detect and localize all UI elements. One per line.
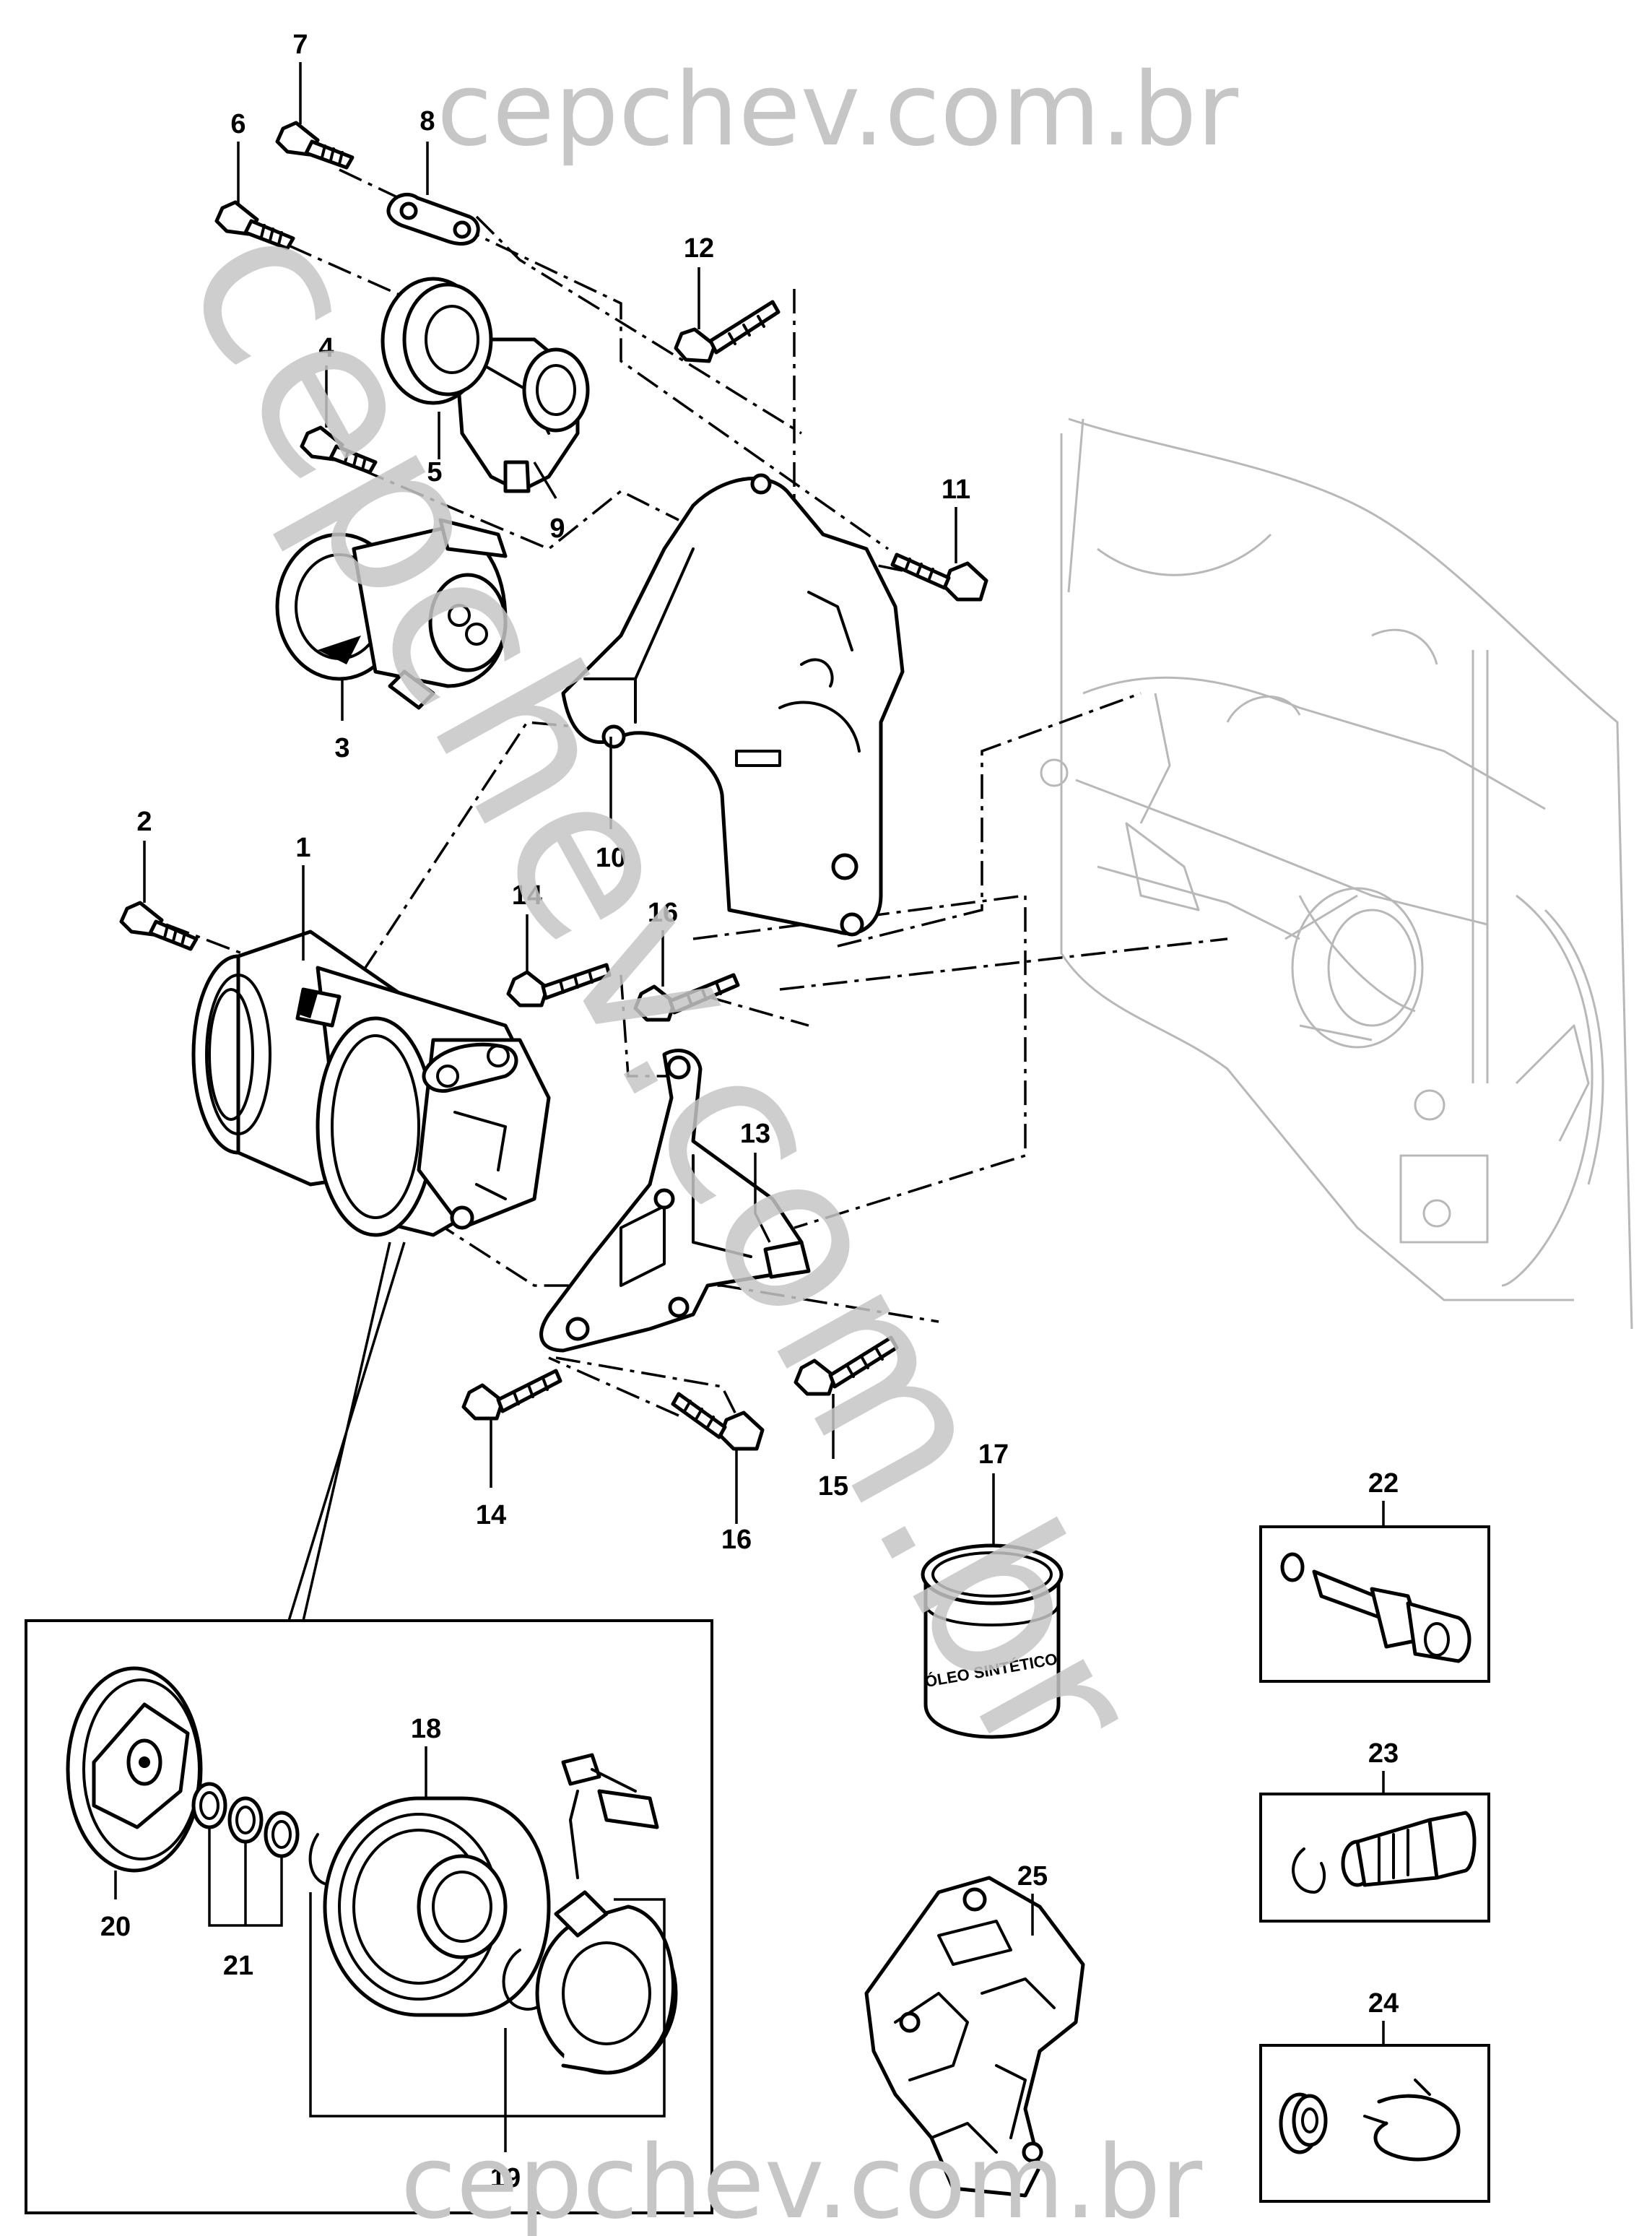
watermark-top: cepchev.com.br xyxy=(437,51,1239,169)
callout-20: 19 xyxy=(490,2163,521,2193)
callout-19: 18 xyxy=(411,1714,441,1744)
bolt-16 xyxy=(671,1392,765,1451)
callout-3: 3 xyxy=(334,733,349,763)
bolt-14-lower xyxy=(461,1369,562,1421)
callout-17: 16 xyxy=(648,898,678,928)
callout-21: 20 xyxy=(100,1912,131,1942)
callout-4: 4 xyxy=(318,333,334,363)
bolt-4 xyxy=(300,425,378,474)
field-coil-20 xyxy=(502,1753,678,2075)
shims-22 xyxy=(191,1782,300,1858)
box-25-frame xyxy=(1259,2044,1490,2203)
callout-26: 25 xyxy=(1017,1861,1048,1892)
callout-5: 5 xyxy=(427,457,442,488)
callout-leaders xyxy=(114,62,1385,2152)
mounting-bracket-26 xyxy=(864,1876,1085,2198)
callout-12: 12 xyxy=(684,233,714,264)
callout-6: 6 xyxy=(230,109,245,139)
bolt-6 xyxy=(214,200,295,251)
bolt-2 xyxy=(119,901,199,951)
bolt-7 xyxy=(275,121,355,170)
link-plate-8 xyxy=(386,192,480,246)
lower-bracket-13 xyxy=(539,1049,811,1353)
callout-16: 16 xyxy=(721,1525,752,1555)
bolt-11 xyxy=(890,552,988,602)
clutch-hub-21 xyxy=(66,1666,203,1873)
callout-9: 9 xyxy=(549,514,565,544)
callout-22: 21 xyxy=(223,1951,253,1981)
callout-15: 15 xyxy=(818,1471,848,1502)
callout-24: 23 xyxy=(1368,1738,1399,1769)
callout-18: 17 xyxy=(978,1439,1009,1470)
callout-7: 7 xyxy=(292,30,308,60)
callout-13: 13 xyxy=(740,1119,770,1149)
relief-valve-24 xyxy=(1292,1811,1477,1894)
callout-11: 11 xyxy=(942,474,970,505)
pressure-switch-23 xyxy=(1280,1552,1471,1663)
box-24-frame xyxy=(1259,1793,1490,1923)
callout-10: 10 xyxy=(596,843,626,873)
callout-14-lower: 14 xyxy=(476,1500,506,1530)
engine-block-outline xyxy=(1040,417,1633,1330)
callout-1: 1 xyxy=(295,833,310,863)
bolt-15 xyxy=(794,1335,899,1396)
watermark-bottom: cepchev.com.br xyxy=(401,2124,1203,2236)
bolt-17 xyxy=(633,973,740,1022)
bolt-14-upper xyxy=(506,963,612,1008)
inset-leader-lines xyxy=(287,1242,406,1621)
shaft-seal-25 xyxy=(1279,2079,1461,2162)
callout-2: 2 xyxy=(136,807,152,837)
callout-23: 22 xyxy=(1368,1468,1399,1499)
bolt-12 xyxy=(674,300,781,363)
callout-numbers: 7 8 6 12 4 5 9 11 3 10 2 1 14 16 13 14 1… xyxy=(100,30,1399,2193)
box-23-frame xyxy=(1259,1525,1490,1683)
ac-compressor-1 xyxy=(191,930,551,1237)
callout-14-upper: 14 xyxy=(512,880,542,911)
callout-25: 24 xyxy=(1368,1988,1399,2019)
clutch-detail-inset-frame xyxy=(25,1619,713,2214)
belt-tensioner-3 xyxy=(275,518,508,710)
callout-8: 8 xyxy=(419,106,435,136)
idler-pulley-5-9 xyxy=(381,277,590,493)
clutch-pulley-19 xyxy=(323,1796,551,2017)
synthetic-oil-can-18: ÓLEO SINTÉTICO xyxy=(921,1543,1064,1739)
